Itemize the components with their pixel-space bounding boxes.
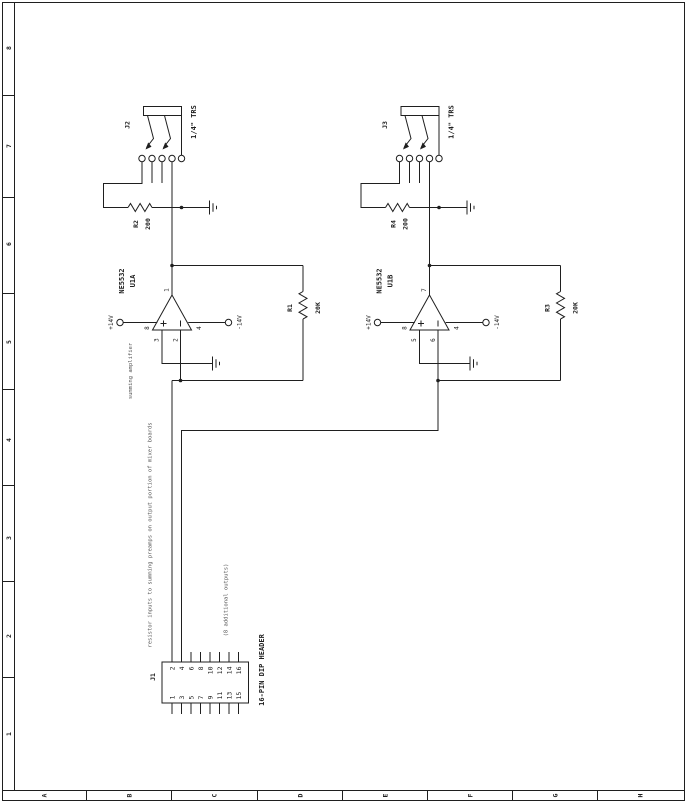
header-pin-number: 13: [226, 692, 234, 700]
feedback-value-label: 20K: [314, 302, 322, 314]
resistor-value-label: 200: [402, 218, 410, 230]
header-pin-number: 9: [207, 696, 215, 700]
opamp-part-label: NE5532: [376, 268, 384, 293]
border-col-label: G: [552, 793, 560, 797]
jack-type-label: 1/4" TRS: [190, 105, 198, 139]
border-row-label: 5: [5, 340, 13, 344]
channel-b-labels: J3 1/4" TRS R4 200 NE5532 U1B +14V -14V …: [366, 105, 580, 342]
opamp-unit-label: U1B: [387, 275, 395, 288]
opamp-part-label: NE5532: [118, 268, 126, 293]
pin-number-output: 1: [164, 288, 171, 292]
pin-number-vplus: 8: [402, 326, 409, 330]
opamp-unit-label: U1A: [129, 274, 137, 287]
feedback-ref-label: R3: [544, 304, 552, 312]
pin-number-vminus: 4: [196, 326, 203, 330]
jack-type-label: 1/4" TRS: [448, 105, 456, 139]
header-pin-number: 16: [235, 666, 243, 674]
header-pin-number: 10: [207, 666, 215, 674]
channel-a-circuit: [103, 106, 308, 662]
border-row-label: 4: [5, 438, 13, 442]
header-pin-number: 7: [197, 696, 205, 700]
header-pin-number: 4: [178, 666, 186, 670]
additional-outputs-annotation: (8 additional outputs): [224, 564, 230, 637]
pin-number-output: 7: [421, 288, 428, 292]
header-pin-number: 8: [197, 666, 205, 670]
vplus-label: +14V: [108, 315, 115, 330]
pin-number-noninv: 3: [154, 338, 161, 342]
border-row-label: 2: [5, 634, 13, 638]
border-col-label: D: [297, 793, 305, 797]
pin-number-vminus: 4: [454, 326, 461, 330]
resistor-ref-label: R4: [390, 220, 398, 228]
border-col-label: E: [382, 793, 390, 797]
vminus-label: -14V: [237, 315, 244, 330]
jack-ref-label: J2: [124, 121, 132, 129]
pin-number-vplus: 8: [144, 326, 151, 330]
pin-number-noninv: 5: [411, 338, 418, 342]
border-col-label: C: [211, 793, 219, 797]
border-col-label: B: [126, 793, 134, 797]
header-pin-number: 11: [216, 692, 224, 700]
border-col-label: F: [467, 793, 475, 797]
pin-number-inv: 6: [430, 338, 437, 342]
summing-amplifier-note: summing amplifier: [128, 342, 134, 399]
header-pin-number: 14: [226, 666, 234, 674]
pin-number-inv: 2: [173, 338, 180, 342]
jack-ref-label: J3: [381, 121, 389, 129]
border-col-label: A: [41, 793, 49, 797]
resistor-value-label: 200: [144, 218, 152, 230]
vminus-label: -14V: [494, 315, 501, 330]
bus-annotation: resistor inputs to summing preamps on ou…: [148, 422, 154, 647]
channel-a-labels: J2 1/4" TRS R2 200 NE5532 U1A +14V -14V …: [108, 105, 322, 399]
border-row-label: 1: [5, 732, 13, 736]
border-row-label: 7: [5, 144, 13, 148]
header-pin-number: 3: [178, 696, 186, 700]
bus-wire-b: [181, 380, 439, 662]
header-ref-label: J1: [149, 673, 157, 681]
vplus-label: +14V: [366, 315, 373, 330]
header-title-label: 16-PIN DIP HEADER: [258, 633, 266, 705]
feedback-value-label: 20K: [572, 302, 580, 314]
header-pin-number: 5: [188, 696, 196, 700]
border-col-label: H: [637, 793, 645, 797]
header-pin-number: 15: [235, 692, 243, 700]
border-row-label: 8: [5, 46, 13, 50]
resistor-ref-label: R2: [132, 220, 140, 228]
header-pin-number: 2: [169, 666, 177, 670]
header-pin-number: 6: [188, 666, 196, 670]
dip-header-j1: J1 16-PIN DIP HEADER 2 4 6 8 10 12 14 16…: [149, 633, 266, 714]
header-pin-number: 1: [169, 696, 177, 700]
feedback-ref-label: R1: [286, 304, 294, 312]
border-row-label: 6: [5, 242, 13, 246]
annotations: resistor inputs to summing preamps on ou…: [148, 422, 230, 647]
header-pin-number: 12: [216, 666, 224, 674]
border-row-label: 3: [5, 536, 13, 540]
channel-b-circuit: [181, 106, 565, 662]
